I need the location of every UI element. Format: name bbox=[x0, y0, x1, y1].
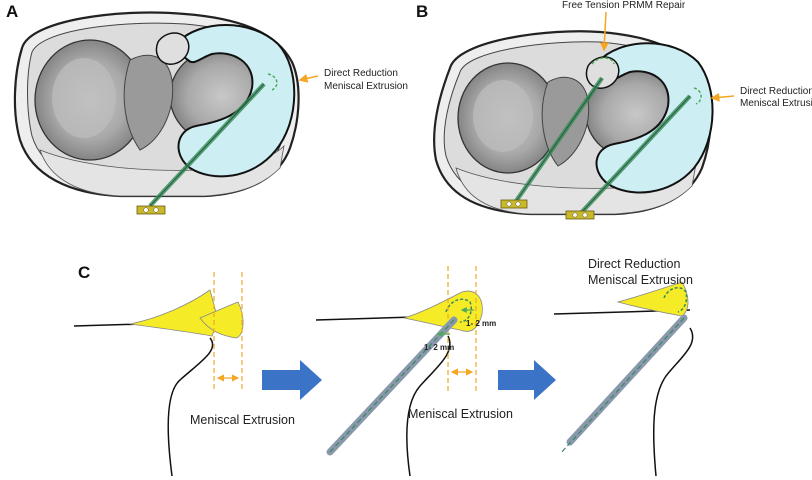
stage3-reduced: Direct Reduction Meniscal Extrusion bbox=[553, 257, 694, 477]
annotation-line2-b: Meniscal Extrusion bbox=[740, 98, 812, 109]
suture-loop-a bbox=[267, 73, 278, 91]
stage1-extruded: Meniscal Extrusion bbox=[73, 272, 295, 477]
tibial-cortex-band-a bbox=[39, 144, 285, 197]
drill-suture-2 bbox=[329, 319, 455, 453]
annotation-line1-b: Direct Reduction bbox=[740, 86, 812, 97]
meniscus-1 bbox=[129, 289, 219, 337]
button-anchor-centralization-b bbox=[565, 210, 595, 220]
drill-suture-3 bbox=[559, 317, 685, 455]
top-annotation-arrow-b bbox=[599, 11, 609, 52]
tibial-contour-2 bbox=[406, 335, 451, 477]
stage2-repair: 1- 2 mm 1- 2 mm Meniscal Extrusion bbox=[315, 266, 513, 477]
stage1-label: Meniscal Extrusion bbox=[190, 413, 295, 427]
button-anchor-root-b bbox=[500, 199, 528, 209]
medial-plateau-shading-a bbox=[52, 58, 116, 138]
meniscus-extruded-tip-1 bbox=[199, 301, 244, 339]
medial-plateau-shading-b bbox=[473, 80, 533, 152]
annotation-line2-a: Meniscal Extrusion bbox=[324, 81, 408, 92]
progression-arrow-1 bbox=[262, 360, 322, 400]
panel-a: A Direct Reduction Meniscal Extrusion bbox=[6, 2, 408, 215]
stage3-label-line1: Direct Reduction bbox=[588, 257, 680, 271]
mm-label-lower-2: 1- 2 mm bbox=[424, 343, 454, 352]
panel-label-b: B bbox=[416, 2, 428, 21]
progression-arrow-2 bbox=[498, 360, 556, 400]
mm-label-upper-2: 1- 2 mm bbox=[466, 319, 496, 328]
meniscal-root-a bbox=[155, 32, 190, 65]
centralization-suture-line-b bbox=[579, 95, 691, 215]
panel-label-c: C bbox=[78, 263, 90, 282]
tibial-contour-3 bbox=[652, 327, 694, 477]
panel-b: B Free Tension PRMM Repair bbox=[416, 0, 812, 220]
root-repair-suture-b bbox=[591, 57, 615, 65]
meniscus-reduction-outline-2 bbox=[445, 298, 472, 323]
suture-line-a bbox=[149, 83, 265, 207]
button-anchor-a bbox=[136, 205, 166, 215]
annotation-arrow-b bbox=[710, 92, 735, 102]
annotation-line1-a: Direct Reduction bbox=[324, 68, 398, 79]
suture-loop-b bbox=[693, 87, 702, 105]
meniscus-reduced-outline-3 bbox=[663, 287, 688, 313]
stage2-label: Meniscal Extrusion bbox=[408, 407, 513, 421]
annotation-arrow-a bbox=[298, 73, 319, 83]
lateral-meniscus-a bbox=[174, 24, 296, 178]
panel-label-a: A bbox=[6, 2, 18, 21]
tibial-contour-1 bbox=[167, 337, 214, 477]
stage3-label-line2: Meniscal Extrusion bbox=[588, 273, 693, 287]
panel-c: C Meniscal Extrusion 1- 2 mm bbox=[73, 257, 694, 477]
top-annotation-b: Free Tension PRMM Repair bbox=[562, 0, 686, 11]
root-suture-line-b bbox=[513, 77, 603, 205]
meniscal-root-b bbox=[585, 56, 620, 89]
